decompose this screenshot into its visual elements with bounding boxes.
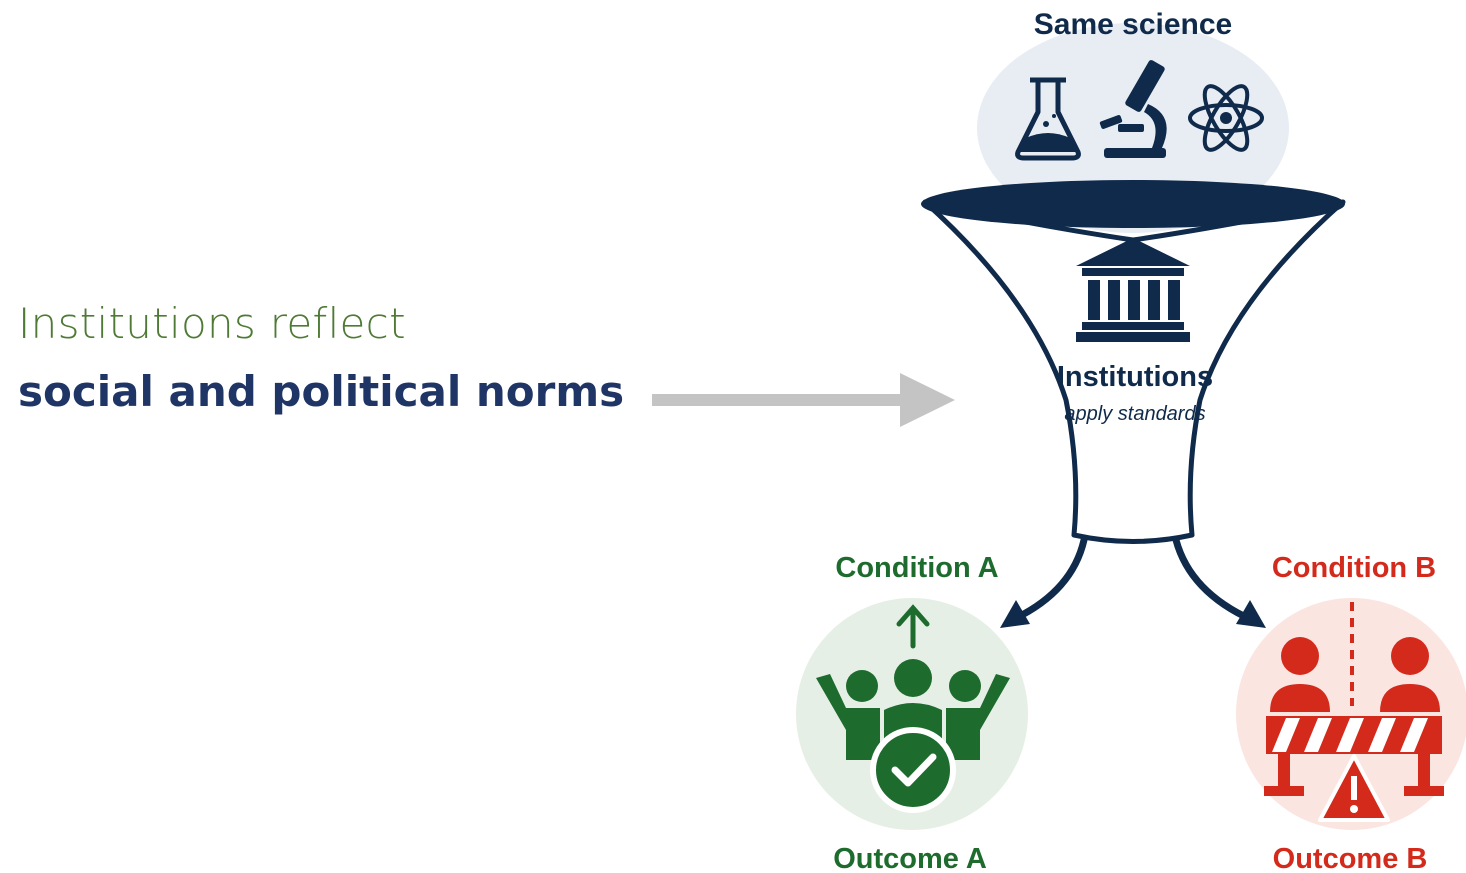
condition-a-label: Condition A <box>835 552 998 584</box>
branch-arrows <box>1008 536 1256 624</box>
branch-arrowhead-right <box>1236 600 1266 628</box>
flask-icon <box>1015 77 1081 161</box>
microscope-icon <box>1099 60 1167 158</box>
headline: Institutions reflect social and politica… <box>18 296 624 420</box>
funnel <box>921 180 1346 544</box>
warning-icon <box>1318 754 1390 822</box>
separated-people-icon <box>1270 602 1440 712</box>
outcome-b-label: Outcome B <box>1273 843 1428 873</box>
outcome-a-label: Outcome A <box>833 843 987 873</box>
barrier-icon <box>1264 716 1444 796</box>
checkmark-icon <box>870 727 956 813</box>
same-science-label: Same science <box>1034 8 1232 41</box>
pointer-arrow <box>652 373 955 427</box>
headline-line-2: social and political norms <box>18 367 625 416</box>
up-arrow-icon <box>896 604 930 649</box>
people-cheering-icon <box>816 659 1010 760</box>
atom-icon <box>1188 84 1264 152</box>
apply-standards-label: apply standards <box>1064 403 1205 425</box>
institution-building-icon <box>1076 238 1190 342</box>
headline-line-1: Institutions reflect <box>18 299 406 348</box>
branch-arrowhead-left <box>1000 600 1030 628</box>
institutions-label: Institutions <box>1057 361 1213 393</box>
condition-b-label: Condition B <box>1272 552 1436 584</box>
